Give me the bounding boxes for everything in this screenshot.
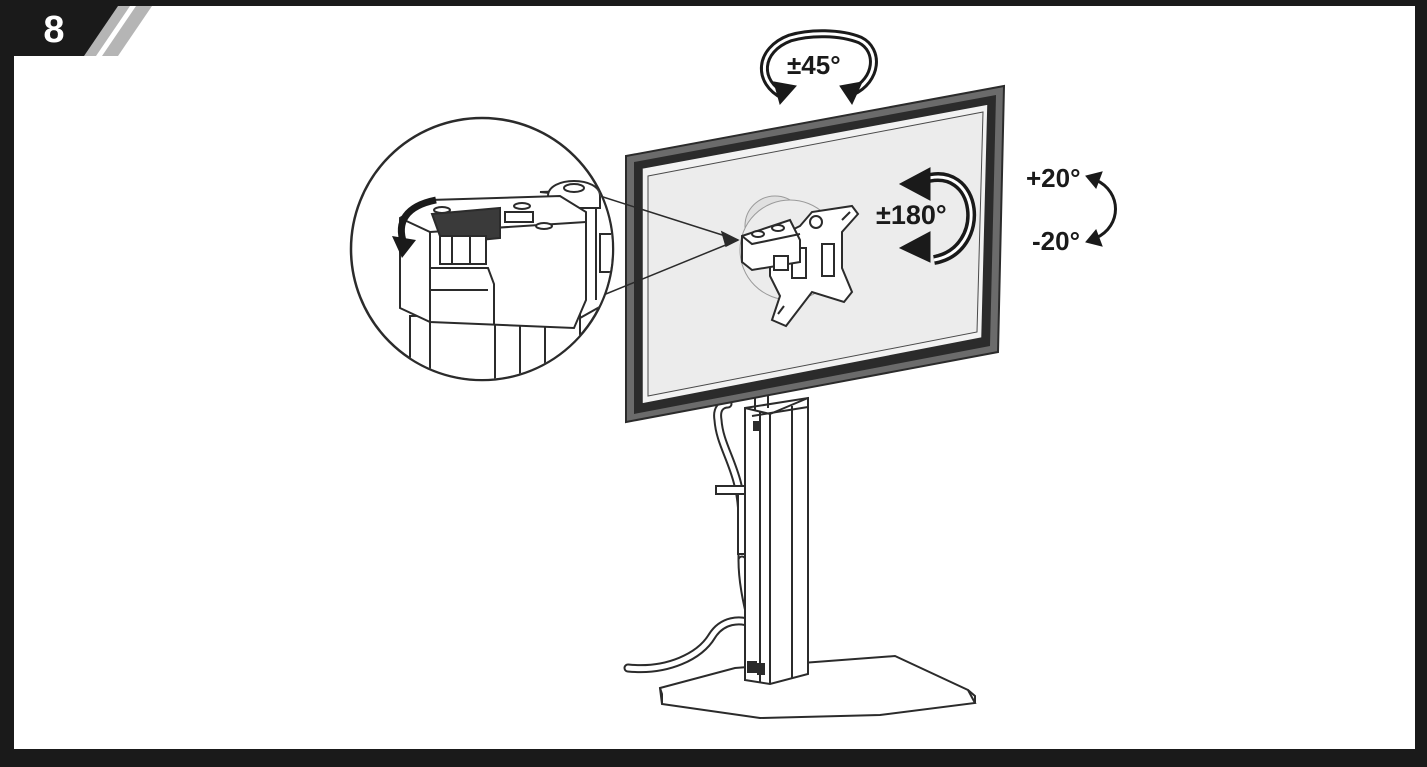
stand-base <box>658 654 977 720</box>
pan-rotation-arrow-icon <box>760 29 878 106</box>
step-badge <box>14 6 152 56</box>
detail-zoom-circle <box>349 116 615 382</box>
tilt-down-angle-label: -20° <box>1032 226 1080 256</box>
step-number: 8 <box>43 9 65 51</box>
mount-head <box>741 215 823 272</box>
pan-angle-label: ±45° <box>787 50 841 80</box>
rotate-angle-label: ±180° <box>876 200 947 230</box>
lever-direction-arrow-icon <box>392 196 437 258</box>
screen-rotation-arrow-icon <box>898 167 977 265</box>
tilt-up-angle-label: +20° <box>1026 163 1081 193</box>
detail-callout-lines <box>595 195 740 299</box>
tilt-arrow-icon <box>1085 171 1117 247</box>
